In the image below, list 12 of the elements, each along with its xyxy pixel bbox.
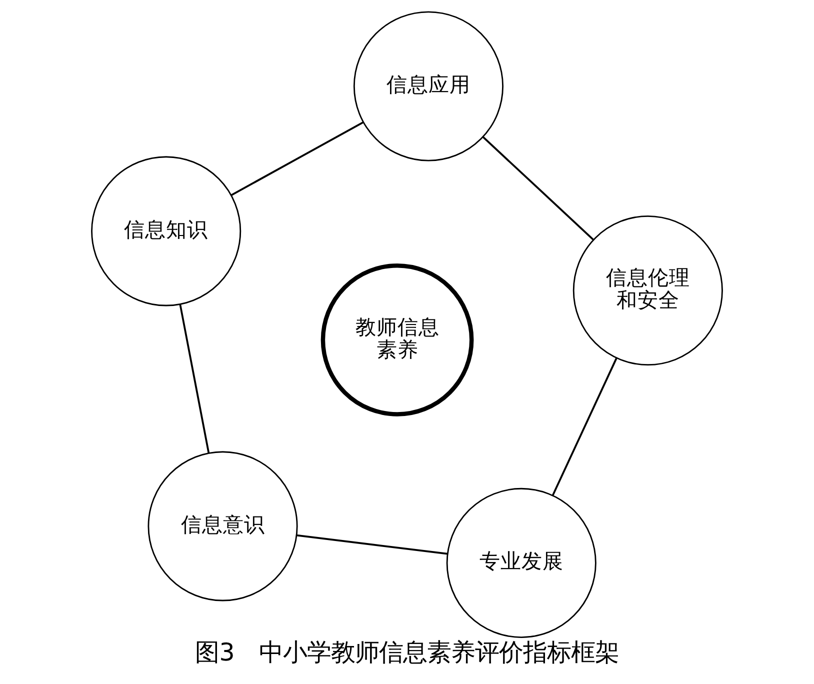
node-circle: 专业发展 (446, 488, 596, 638)
connector (552, 358, 618, 496)
connector (230, 122, 364, 196)
connector (482, 136, 594, 240)
node-circle: 信息意识 (148, 451, 298, 602)
caption: 图3 中小学教师信息素养评价指标框架 (195, 638, 619, 667)
node-circle: 信息伦理和安全 (572, 215, 723, 366)
node-circle: 信息知识 (91, 156, 242, 306)
connector (179, 304, 210, 454)
connector (296, 534, 448, 555)
node-circle: 教师信息素养 (320, 263, 474, 416)
node-circle: 信息应用 (353, 11, 504, 162)
